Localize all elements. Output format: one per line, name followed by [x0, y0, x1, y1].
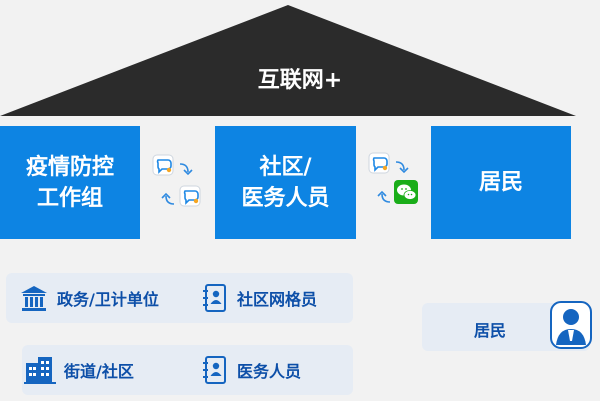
- tag-label: 社区网格员: [237, 290, 318, 309]
- tag-label: 街道/社区: [64, 362, 134, 381]
- panel-government-grid: 政务/卫计单位 社区网格员: [6, 273, 353, 323]
- tag-street-community: 街道/社区: [24, 355, 134, 385]
- resident-person-icon: [550, 301, 592, 349]
- arrow-left-icon: [377, 190, 391, 203]
- roof-title: 互联网+: [257, 68, 343, 93]
- pillar-epidemic-task-force: 疫情防控 工作组: [0, 126, 140, 239]
- arrow-right-icon: [395, 161, 409, 174]
- tag-medical-staff: 医务人员: [201, 355, 301, 385]
- tag-label: 医务人员: [237, 362, 302, 381]
- tag-government-units: 政务/卫计单位: [19, 283, 159, 313]
- chat-bubble-icon: [179, 185, 201, 207]
- government-building-icon: [21, 286, 47, 311]
- city-buildings-icon: [24, 357, 56, 384]
- arrow-left-icon: [161, 192, 175, 205]
- tag-label: 政务/卫计单位: [57, 290, 159, 309]
- tag-grid-staff: 社区网格员: [201, 283, 317, 313]
- resident-label: 居民: [474, 321, 507, 340]
- roof: [0, 5, 576, 116]
- notebook-person-icon: [203, 356, 226, 384]
- chat-bubble-icon: [368, 152, 390, 174]
- pillar-label: 疫情防控 工作组: [25, 154, 114, 211]
- pillar-label: 居民: [478, 170, 523, 195]
- pillar-label: 社区/ 医务人员: [241, 154, 330, 211]
- pillar-residents: 居民: [431, 126, 571, 239]
- notebook-person-icon: [203, 284, 226, 312]
- exchange-connector: [368, 152, 418, 204]
- roof-triangle: [0, 5, 576, 116]
- panel-street-medical: 街道/社区 医务人员: [22, 345, 353, 395]
- exchange-connector: [152, 154, 201, 207]
- arrow-right-icon: [179, 163, 193, 176]
- pillar-community-medical-staff: 社区/ 医务人员: [215, 126, 356, 239]
- wechat-icon: [394, 180, 418, 204]
- chat-bubble-icon: [152, 154, 174, 176]
